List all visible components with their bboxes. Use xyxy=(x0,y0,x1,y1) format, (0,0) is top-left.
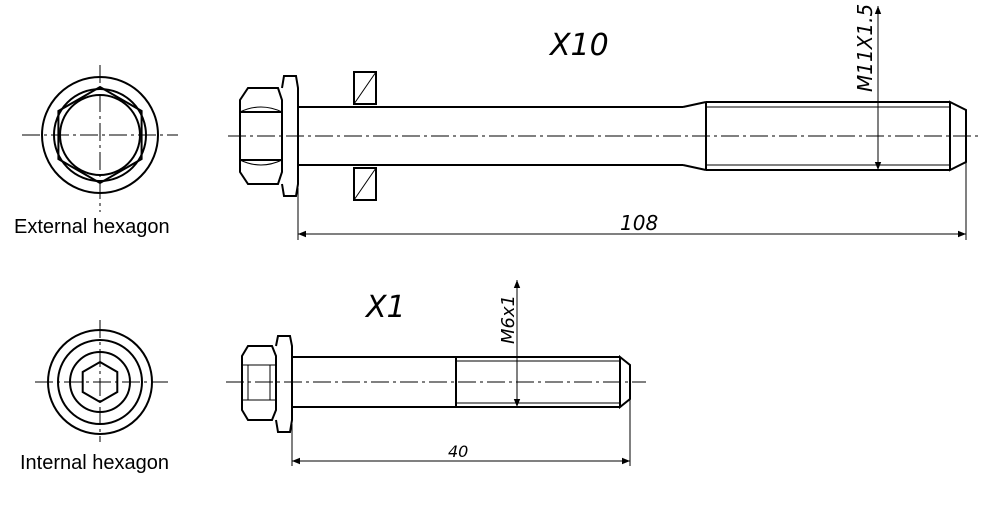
internal-hexagon-end-view xyxy=(35,320,168,442)
internal-hexagon-caption: Internal hexagon xyxy=(20,452,169,474)
external-hexagon-caption: External hexagon xyxy=(14,216,170,238)
internal-length-label: 40 xyxy=(448,442,468,461)
external-length-label: 108 xyxy=(620,211,658,235)
external-thread-label: M11X1.5 xyxy=(853,4,877,92)
external-hexagon-end-view xyxy=(22,65,178,212)
external-hexagon-bolt xyxy=(228,6,978,240)
internal-hexagon-bolt xyxy=(226,280,646,466)
internal-thread-label: M6x1 xyxy=(498,295,519,344)
external-quantity-label: X10 xyxy=(548,28,609,63)
internal-quantity-label: X1 xyxy=(364,290,406,325)
